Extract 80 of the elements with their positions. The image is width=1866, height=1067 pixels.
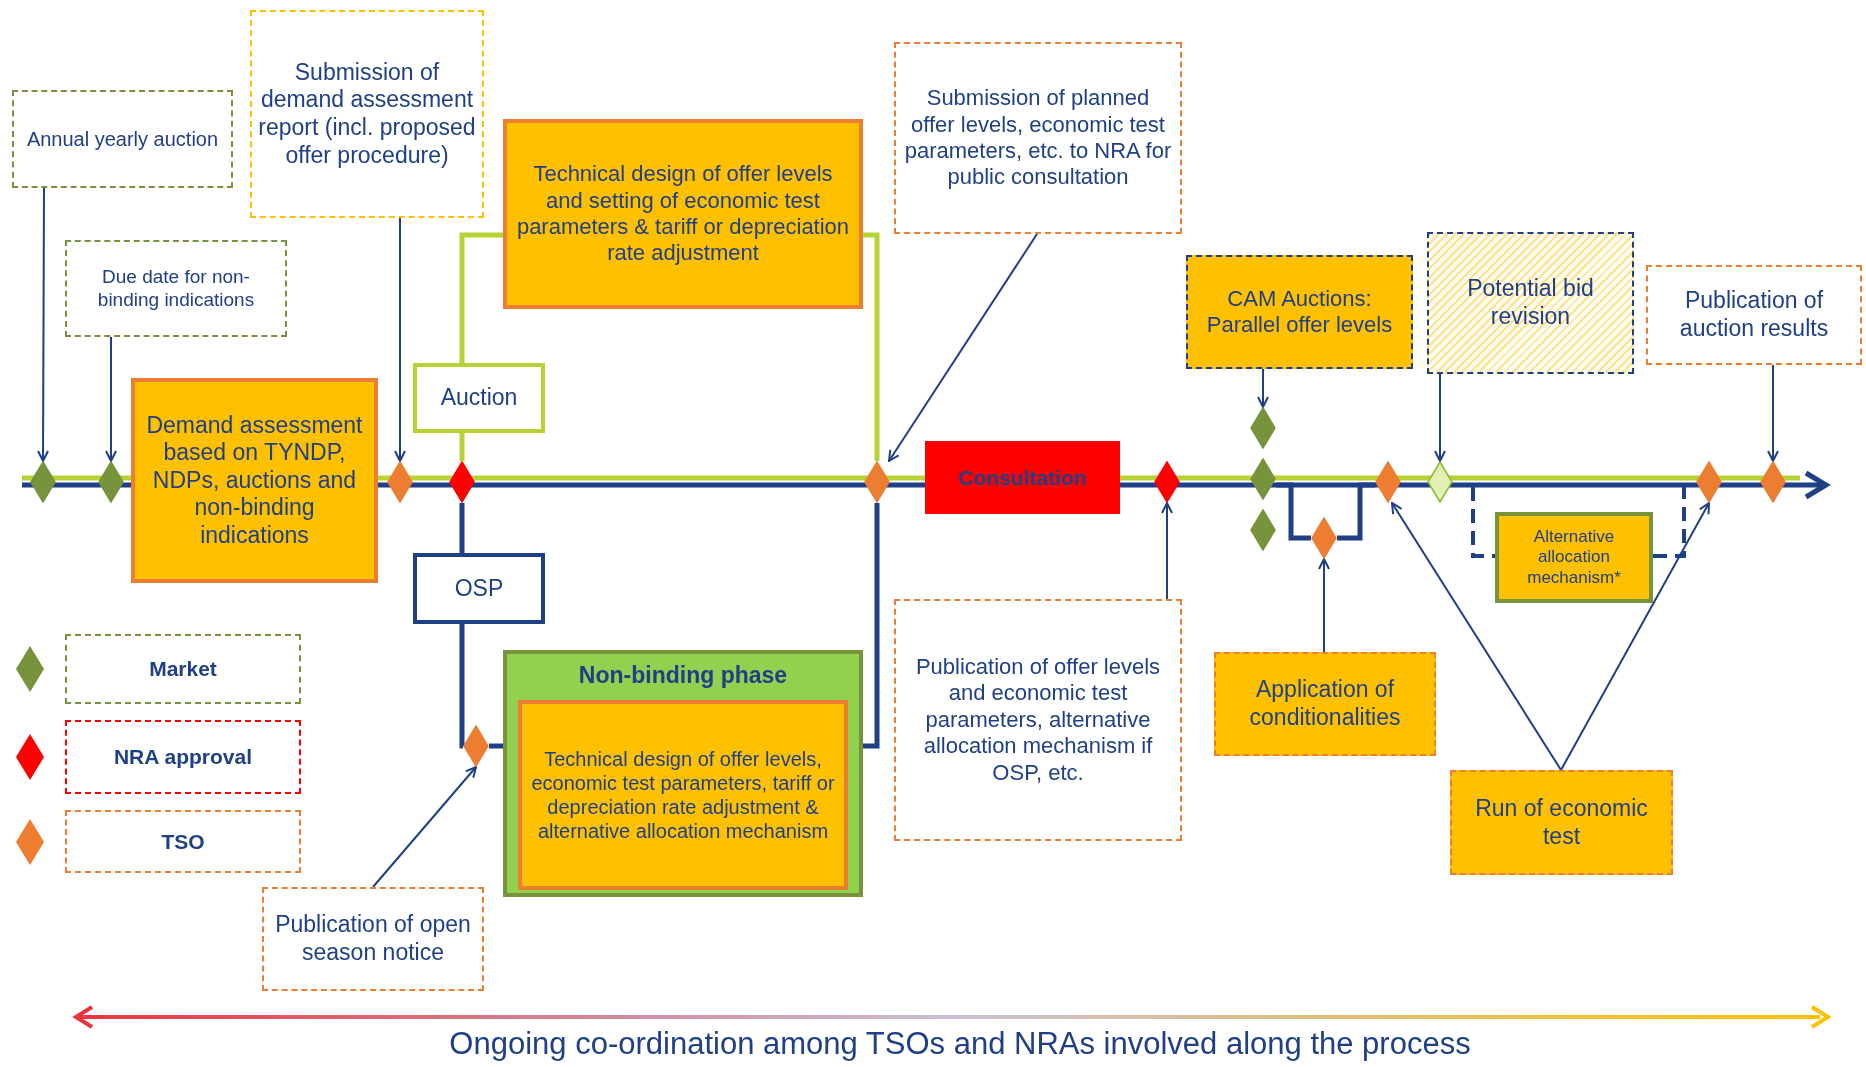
connector-line bbox=[459, 232, 503, 363]
milestone-diamond bbox=[1250, 407, 1276, 449]
note-box bbox=[250, 10, 484, 218]
legend-label: Market bbox=[65, 634, 301, 704]
milestone-diamond bbox=[1760, 461, 1786, 503]
note-box bbox=[894, 599, 1182, 841]
connector-line bbox=[863, 503, 880, 749]
box-text: Publication of auction results bbox=[1678, 286, 1830, 343]
box-text: Application of conditionalities bbox=[1248, 675, 1402, 732]
process-box bbox=[131, 378, 378, 583]
phase-heading: Non-binding phase bbox=[577, 661, 789, 690]
milestone-diamond bbox=[30, 461, 56, 503]
phase-box bbox=[503, 650, 863, 897]
leader-arrow bbox=[1161, 502, 1173, 600]
note-box bbox=[65, 240, 287, 337]
connector-line bbox=[489, 743, 503, 749]
leader-arrow bbox=[1391, 502, 1562, 771]
box-text: Technical design of offer levels and setting of economic test parameters & tariff or depreciation rate adjustment bbox=[515, 160, 851, 268]
process-box bbox=[1214, 652, 1436, 756]
milestone-diamond bbox=[864, 461, 890, 503]
box-text: Potential bid revision bbox=[1466, 274, 1595, 331]
box-text: CAM Auctions: Parallel offer levels bbox=[1205, 284, 1394, 339]
box-text: Auction bbox=[439, 383, 519, 413]
box-text: Submission of demand assessment report (incl. proposed offer procedure) bbox=[257, 57, 477, 170]
box-text: OSP bbox=[453, 573, 505, 603]
leader-arrow bbox=[1767, 364, 1779, 462]
box-text: Publication of offer levels and economic test parameters, alternative allocation mechanism if OSP, etc. bbox=[914, 653, 1162, 787]
process-box bbox=[925, 441, 1120, 514]
legend-label: NRA approval bbox=[65, 720, 301, 794]
box-text: Alternative allocation mechanism* bbox=[1526, 525, 1622, 589]
note-box bbox=[894, 42, 1182, 234]
note-box bbox=[1646, 265, 1862, 365]
leader-arrow bbox=[394, 217, 406, 462]
milestone-diamond bbox=[387, 461, 413, 503]
box-text: Publication of open season notice bbox=[274, 910, 472, 967]
note-box bbox=[262, 887, 484, 991]
leader-arrow bbox=[105, 336, 117, 462]
connector-line bbox=[459, 503, 465, 553]
box-text: Run of economic test bbox=[1474, 793, 1649, 851]
leader-arrow bbox=[1560, 502, 1710, 771]
milestone-diamond bbox=[1311, 517, 1337, 559]
hatched-box bbox=[1427, 232, 1634, 374]
milestone-diamond bbox=[1250, 458, 1276, 500]
leader-arrow bbox=[888, 233, 1038, 462]
connector-line bbox=[459, 433, 465, 461]
box-text: Consultation bbox=[957, 464, 1088, 491]
connector-line bbox=[1453, 483, 1495, 558]
box-text: Technical design of offer levels, economic test parameters, tariff or depreciation rate adjustment & alternative allocation mechanism bbox=[530, 747, 836, 844]
process-box bbox=[1450, 770, 1673, 875]
process-box bbox=[503, 119, 863, 309]
leader-arrow bbox=[1257, 368, 1269, 408]
leader-arrow bbox=[1434, 373, 1446, 462]
leader-arrow bbox=[37, 187, 50, 462]
connector-line bbox=[459, 624, 466, 749]
connector-line bbox=[1337, 482, 1375, 541]
box-text: Due date for non-binding indications bbox=[96, 264, 256, 312]
process-box bbox=[518, 700, 848, 890]
connector-line bbox=[1653, 483, 1696, 558]
milestone-diamond bbox=[463, 725, 489, 767]
legend-label: TSO bbox=[65, 810, 301, 873]
note-box bbox=[12, 90, 233, 188]
milestone-diamond bbox=[98, 461, 124, 503]
leader-arrow bbox=[372, 766, 477, 888]
process-box bbox=[413, 553, 545, 624]
box-text: Demand assessment based on TYNDP, NDPs, auctions and non-binding indications bbox=[145, 410, 364, 550]
caption-text: Ongoing co-ordination among TSOs and NRAs involved along the process bbox=[448, 1026, 1472, 1062]
leader-arrow bbox=[1318, 558, 1330, 653]
connector-line bbox=[863, 232, 880, 461]
milestone-diamond bbox=[1696, 461, 1722, 503]
connector-line bbox=[1276, 482, 1311, 541]
milestone-diamond bbox=[449, 461, 475, 503]
process-box bbox=[1495, 512, 1653, 603]
milestone-diamond bbox=[1375, 461, 1401, 503]
box-text: Annual yearly auction bbox=[25, 127, 220, 152]
process-box bbox=[413, 363, 545, 433]
milestone-diamond bbox=[1154, 461, 1180, 503]
box-text: Submission of planned offer levels, economic test parameters, etc. to NRA for public consultation bbox=[903, 84, 1173, 192]
milestone-diamond bbox=[1250, 509, 1276, 551]
process-box bbox=[1186, 255, 1413, 369]
milestone-diamond bbox=[1427, 461, 1453, 503]
